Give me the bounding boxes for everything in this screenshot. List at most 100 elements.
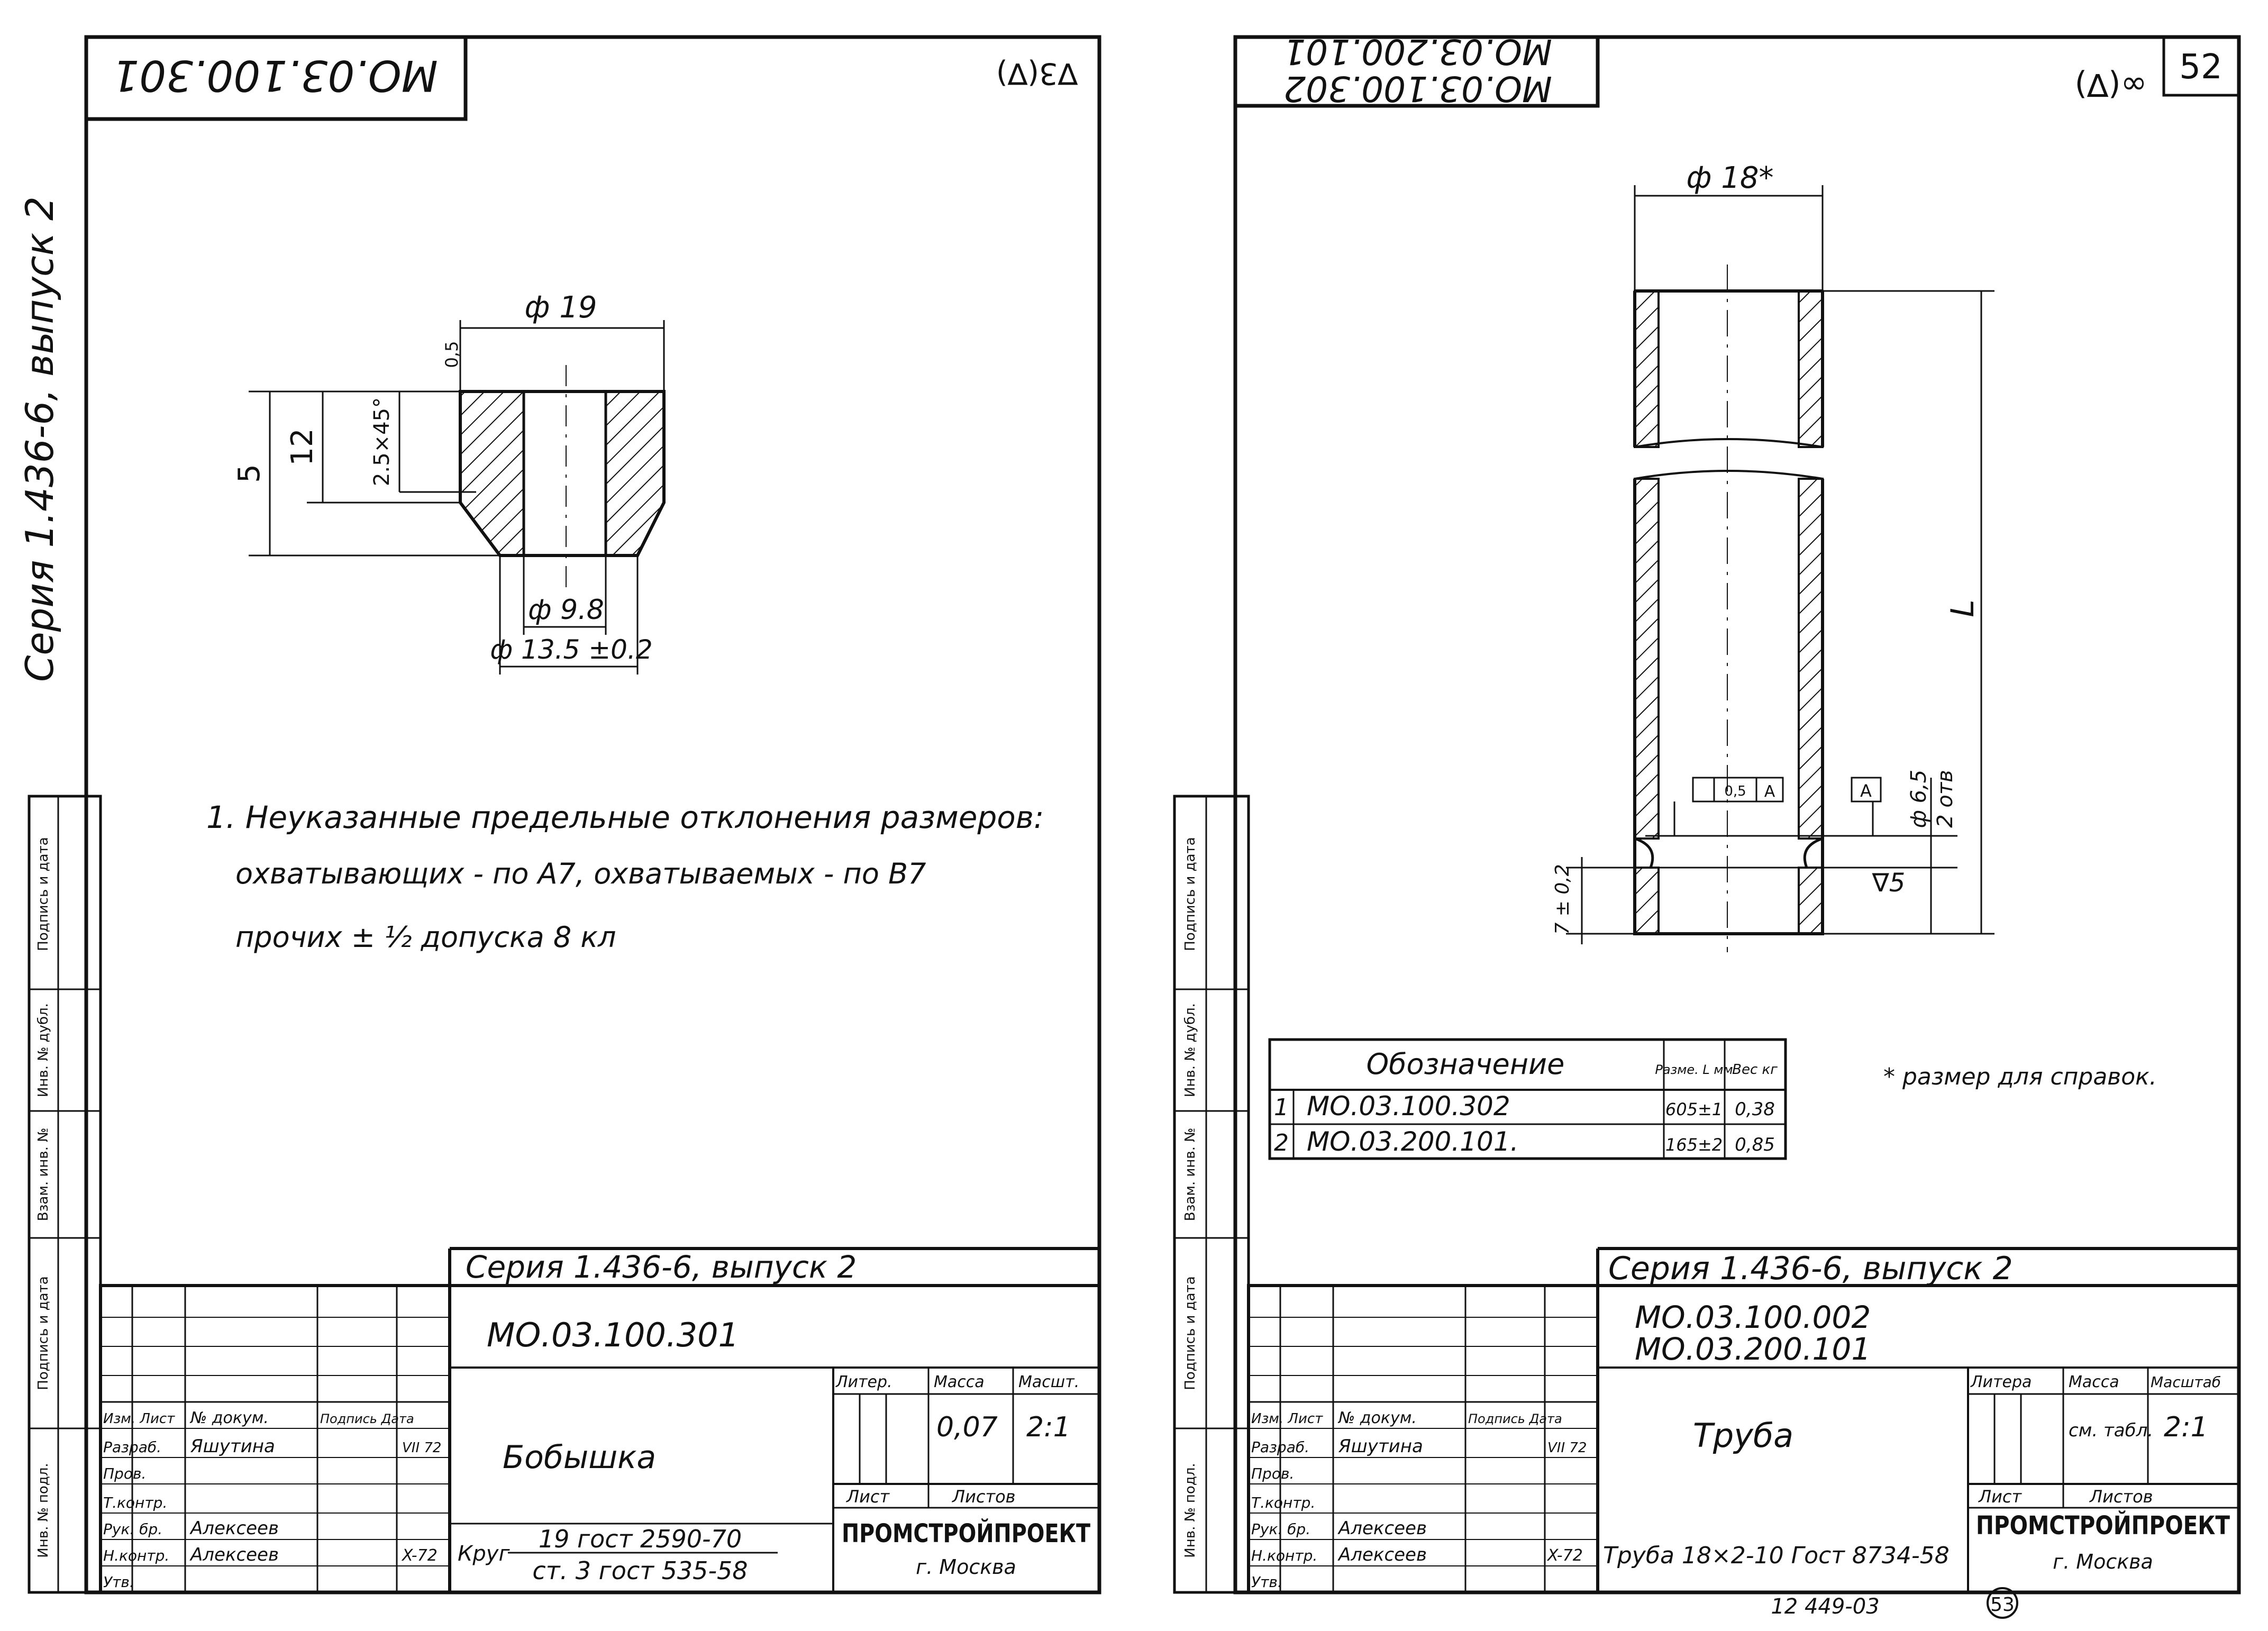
left-row-3-role: Т.контр. <box>103 1494 167 1511</box>
right-row-1-role: Разраб. <box>1251 1438 1309 1456</box>
right-sheet-text: МО.03.100.302 МО.03.200.101 ∞(∇) 52 ф 18… <box>1182 31 2230 1619</box>
boss-drawing <box>249 320 666 675</box>
right-row-5-role: Н.контр. <box>1251 1547 1317 1564</box>
tube-d5: ∇5 <box>1872 868 1906 898</box>
tube-drawing <box>1566 185 1994 952</box>
variants-row-1-weight: 0,38 <box>1735 1099 1775 1120</box>
left-row-0-name: № докум. <box>189 1409 269 1427</box>
variants-row-2-n: 2 <box>1274 1129 1289 1156</box>
left-tb-city: г. Москва <box>916 1555 1016 1579</box>
variants-row-2-len: 165±2 <box>1665 1135 1723 1155</box>
left-tb-material-prefix: Круг <box>458 1542 510 1566</box>
left-row-6-role: Утв. <box>103 1573 134 1591</box>
left-code-top: МО.03.100.301 <box>112 51 438 100</box>
right-tb-col-listov: Листов <box>2089 1487 2153 1507</box>
right-strip-label-3: Взам. инв. № <box>1182 1128 1198 1222</box>
left-series-vertical: Серия 1.436-6, выпуск 2 <box>17 196 62 682</box>
dim-chamfer: 0,5 <box>442 341 462 368</box>
right-row-4-role: Рук. бр. <box>1251 1520 1310 1538</box>
left-row-5-date: X-72 <box>401 1546 438 1565</box>
left-tb-series: Серия 1.436-6, выпуск 2 <box>466 1249 857 1285</box>
left-row-4-name: Алексеев <box>189 1518 279 1539</box>
dim-d-bottom: ф 13.5 ±0.2 <box>490 634 652 665</box>
variants-row-1-len: 605±1 <box>1665 1099 1723 1119</box>
left-row-1-date: VII 72 <box>402 1440 441 1456</box>
variants-row-1-designation: МО.03.100.302 <box>1307 1091 1510 1122</box>
right-row-6-role: Утв. <box>1251 1573 1282 1591</box>
right-row-1-name: Яшутина <box>1338 1436 1423 1457</box>
right-corner-mark: ∞(∇) <box>2075 66 2147 103</box>
right-tb-designation-2: МО.03.200.101 <box>1635 1331 1871 1367</box>
variants-header-len: Разме. L мм <box>1655 1062 1733 1077</box>
dim-h12: 12 <box>285 428 320 466</box>
variants-table <box>1268 1038 1787 1160</box>
right-row-5-date: X-72 <box>1546 1546 1583 1565</box>
left-tb-col-list: Лист <box>846 1487 890 1507</box>
dim-d-top: ф 19 <box>525 290 597 325</box>
note-line-2: охватывающих - по А7, охватываемых - по … <box>235 857 926 890</box>
tube-dim-holes2: 2 отв <box>1933 770 1957 828</box>
note-line-3: прочих ± ½ допуска 8 кл <box>235 921 616 954</box>
left-corner-mark: ∇3(∇) <box>996 56 1078 90</box>
dim-h-chamfer: 2.5×45° <box>370 397 394 486</box>
right-tb-masht: 2:1 <box>2164 1411 2208 1443</box>
right-bottom-num: 53 <box>1990 1594 2015 1616</box>
tube-dim-d-top: ф 18* <box>1687 161 1774 195</box>
right-sheet <box>1173 35 2241 1619</box>
left-row-5-role: Н.контр. <box>103 1547 169 1564</box>
right-tb-designation-1: МО.03.100.002 <box>1635 1299 1871 1335</box>
left-tb-material-top: 19 гост 2590-70 <box>539 1525 742 1553</box>
left-tb-col-litera: Литер. <box>835 1373 892 1391</box>
left-tb-org: ПРОМСТРОЙПРОЕКТ <box>842 1518 1090 1548</box>
tube-dim-len: L <box>1944 599 1981 617</box>
right-strip-label-2: Подпись и дата <box>1182 1276 1198 1390</box>
tube-tol: 0,5 <box>1724 783 1746 799</box>
dim-h5: 5 <box>232 464 267 483</box>
right-tb-col-masht: Масштаб <box>2151 1373 2221 1391</box>
left-strip-label-1: Инв. № подл. <box>35 1463 51 1557</box>
left-row-0-role: Изм. Лист <box>103 1411 175 1427</box>
right-sheet-num: 52 <box>2179 48 2222 87</box>
left-tb-material-bottom: ст. 3 гост 535-58 <box>532 1556 748 1585</box>
right-row-1-date: VII 72 <box>1547 1440 1587 1456</box>
left-row-1-name: Яшутина <box>190 1436 275 1457</box>
left-row-0-date: Подпись Дата <box>320 1411 414 1426</box>
left-row-1-role: Разраб. <box>103 1438 161 1456</box>
left-row-2-role: Пров. <box>103 1465 146 1482</box>
left-row-4-role: Рук. бр. <box>103 1520 162 1538</box>
left-row-5-name: Алексеев <box>189 1544 279 1565</box>
left-tb-col-masht: Масшт. <box>1018 1373 1079 1391</box>
variants-header-designation: Обозначение <box>1367 1047 1565 1081</box>
right-strip-label-5: Подпись и дата <box>1182 837 1198 951</box>
left-tb-massa: 0,07 <box>936 1411 998 1443</box>
right-row-3-role: Т.контр. <box>1251 1494 1315 1511</box>
left-tb-name: Бобышка <box>503 1439 656 1476</box>
left-title-block <box>99 1247 1101 1594</box>
right-code-top-1: МО.03.100.302 <box>1283 68 1552 109</box>
tube-tol-ref: А <box>1764 782 1775 801</box>
right-tb-col-massa: Масса <box>2069 1373 2119 1391</box>
right-row-2-role: Пров. <box>1251 1465 1294 1482</box>
right-tb-city: г. Москва <box>2053 1550 2153 1573</box>
left-tb-masht: 2:1 <box>1026 1411 1071 1443</box>
dim-d-hole: ф 9.8 <box>528 594 604 626</box>
left-strip-label-3: Взам. инв. № <box>35 1128 51 1222</box>
right-tb-massa: см. табл. <box>2069 1420 2153 1441</box>
variants-header-weight: Вес кг <box>1732 1062 1778 1078</box>
right-tb-name: Труба <box>1693 1416 1793 1455</box>
right-code-top-2: МО.03.200.101 <box>1283 31 1552 72</box>
left-sheet-text: МО.03.100.301 ∇3(∇) Серия 1.436-6, выпус… <box>17 51 1090 1591</box>
variants-row-2-weight: 0,85 <box>1735 1134 1775 1155</box>
left-tb-col-listov: Листов <box>952 1487 1016 1507</box>
right-row-4-name: Алексеев <box>1337 1518 1427 1539</box>
right-strip-label-4: Инв. № дубл. <box>1182 1003 1198 1097</box>
right-tb-org: ПРОМСТРОЙПРОЕКТ <box>1976 1510 2230 1541</box>
right-ref-note: * размер для справок. <box>1883 1063 2157 1090</box>
left-strip-label-4: Инв. № дубл. <box>35 1003 51 1097</box>
note-line-1: 1. Неуказанные предельные отклонения раз… <box>206 799 1044 835</box>
right-tb-series: Серия 1.436-6, выпуск 2 <box>1608 1250 2013 1287</box>
left-tb-col-massa: Масса <box>934 1373 985 1391</box>
right-tb-col-list: Лист <box>1978 1487 2022 1507</box>
variants-row-2-designation: МО.03.200.101. <box>1307 1126 1519 1157</box>
